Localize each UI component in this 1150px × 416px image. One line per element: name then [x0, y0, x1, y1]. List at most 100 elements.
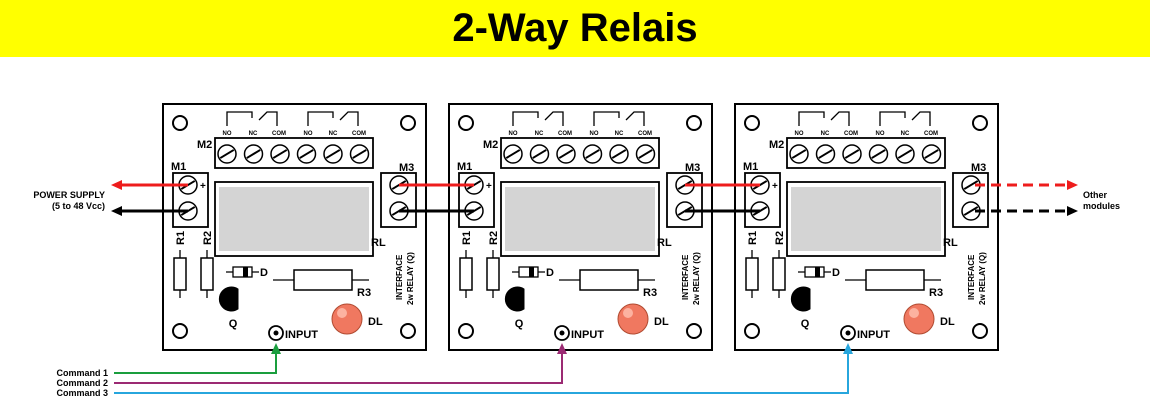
m1-plus-label: + — [772, 181, 778, 192]
power-supply-label: POWER SUPPLY — [33, 190, 105, 200]
m2-screw-slot — [505, 149, 521, 159]
m3-screw-negative — [961, 201, 981, 221]
m2-screw-slot — [897, 149, 913, 159]
led-label: DL — [940, 316, 955, 328]
m2-screw-slot — [325, 149, 341, 159]
r1-label: R1 — [461, 231, 473, 245]
m2-screw-slot — [611, 149, 627, 159]
m3-screw-positive — [961, 175, 981, 195]
m2-screw — [868, 144, 889, 164]
transistor-label: Q — [229, 318, 238, 330]
m2-label: M2 — [197, 139, 212, 151]
diode-body — [518, 266, 539, 278]
input-label: INPUT — [857, 329, 890, 341]
m2-screw — [323, 144, 343, 164]
contact-wire — [798, 111, 825, 126]
contact-arm — [339, 111, 359, 126]
input-label: INPUT — [571, 329, 604, 341]
m2-screw-slot — [352, 149, 367, 159]
m1-label: M1 — [457, 161, 472, 173]
m2-screw-slot — [924, 149, 939, 159]
m3-screw-positive-slot — [963, 180, 979, 190]
pin-label: NO — [223, 131, 232, 137]
m2-screw-slot — [272, 149, 288, 159]
m2-terminal-block — [786, 137, 946, 169]
other-modules-label: Other — [1083, 190, 1108, 200]
m2-screw — [296, 144, 317, 164]
pin-label: NC — [249, 131, 258, 137]
m2-screw — [815, 144, 836, 164]
r1-body — [173, 257, 187, 291]
r3-body — [579, 269, 639, 291]
m2-screw-slot — [818, 149, 833, 159]
m2-screw — [349, 144, 370, 164]
led-dl — [617, 303, 649, 335]
interface-sublabel: 2w RELAY (Q) — [406, 252, 415, 305]
pin-label: NO — [509, 131, 518, 137]
command-label-1: Command 1 — [56, 368, 108, 378]
mounting-hole — [172, 323, 188, 339]
r3-label: R3 — [643, 287, 657, 299]
m2-screw — [243, 144, 264, 164]
relay-contact-symbol — [798, 111, 931, 126]
pin-label: NO — [876, 131, 885, 137]
command-line-3 — [114, 350, 849, 394]
m2-screw-slot — [871, 149, 886, 159]
m3-screw-negative-slot — [963, 206, 979, 216]
m2-screw — [582, 144, 603, 164]
m1-plus-label: + — [486, 181, 492, 192]
contact-arm — [830, 111, 850, 126]
m2-screw — [556, 144, 576, 164]
mounting-hole — [686, 323, 702, 339]
relay-label: RL — [657, 237, 672, 249]
page-title: 2-Way Relais — [452, 6, 698, 50]
contact-wire — [879, 111, 906, 126]
other-modules-label-2: modules — [1083, 201, 1120, 211]
interface-sublabel: 2w RELAY (Q) — [692, 252, 701, 305]
r2-label: R2 — [774, 231, 786, 245]
mounting-hole — [744, 115, 760, 131]
m2-screw — [529, 144, 550, 164]
led-highlight — [337, 308, 347, 318]
input-terminal-center — [273, 330, 279, 336]
r1-body — [459, 257, 473, 291]
contact-wire — [307, 111, 334, 126]
mounting-hole — [972, 323, 988, 339]
mounting-hole — [172, 115, 188, 131]
m1-label: M1 — [171, 161, 186, 173]
transistor-body — [504, 286, 525, 312]
diode-body — [232, 266, 253, 278]
command-line-1 — [114, 350, 277, 374]
led-highlight — [623, 308, 633, 318]
transistor-body — [790, 286, 811, 312]
title-banner: 2-Way Relais — [0, 0, 1150, 57]
diode-band — [243, 267, 248, 277]
relay-body — [791, 187, 941, 251]
r3-label: R3 — [357, 287, 371, 299]
m2-screw-slot — [299, 149, 314, 159]
m2-screw — [609, 144, 629, 164]
command-arrow-2 — [557, 343, 567, 354]
r3-body — [865, 269, 925, 291]
command-label-2: Command 2 — [56, 378, 108, 388]
r1-label: R1 — [175, 231, 187, 245]
m2-terminal-block — [500, 137, 660, 169]
command-label-3: Command 3 — [56, 388, 108, 398]
interface-label: INTERFACE — [967, 254, 976, 300]
m2-screw — [503, 144, 523, 164]
m2-screw — [789, 144, 809, 164]
mounting-hole — [400, 323, 416, 339]
relay-contact-symbol — [512, 111, 645, 126]
led-label: DL — [654, 316, 669, 328]
m3-label: M3 — [685, 162, 700, 174]
r2-body — [772, 257, 786, 291]
contact-arm — [625, 111, 645, 126]
contact-arm — [911, 111, 931, 126]
r2-body — [200, 257, 214, 291]
relay-label: RL — [943, 237, 958, 249]
pin-label: COM — [844, 131, 858, 137]
contact-wire — [593, 111, 620, 126]
r2-body — [486, 257, 500, 291]
pin-label: COM — [924, 131, 938, 137]
pin-label: NO — [590, 131, 599, 137]
